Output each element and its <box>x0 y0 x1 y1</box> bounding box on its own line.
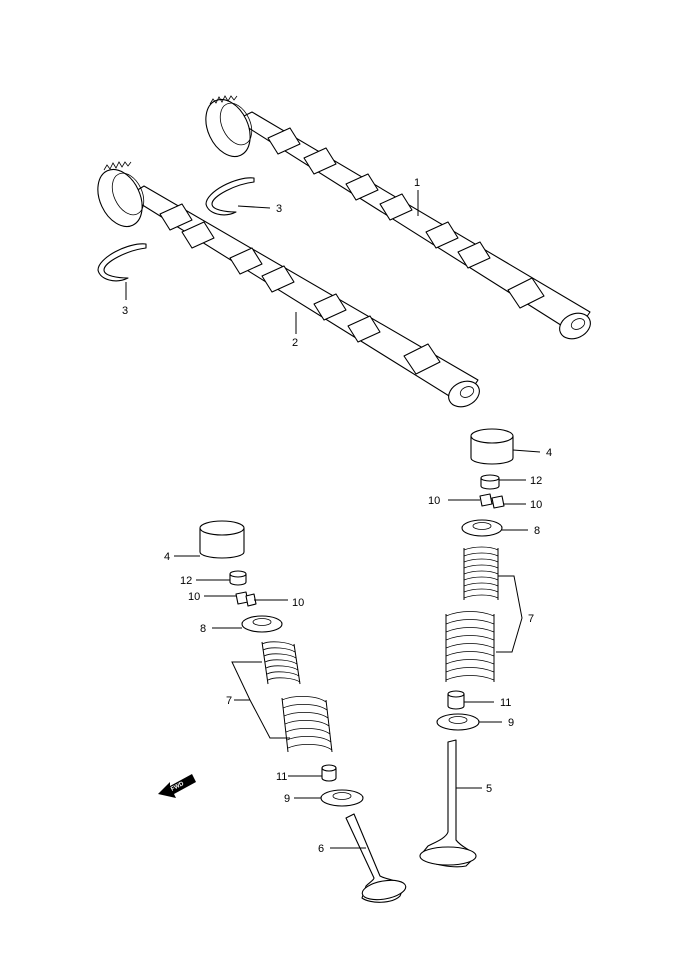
callout-10-left-b: 10 <box>292 597 304 609</box>
callout-6: 6 <box>318 843 324 855</box>
inner-spring-7-left[interactable] <box>261 641 301 685</box>
callout-3-lower: 3 <box>122 305 128 317</box>
callout-labels: 1 2 3 3 4 12 10 10 8 7 11 9 5 4 12 10 10… <box>122 177 552 855</box>
spring-seat-9-right[interactable] <box>436 713 480 731</box>
callout-11-left: 11 <box>276 771 287 783</box>
shim-12-left[interactable] <box>229 570 247 586</box>
valve-5[interactable] <box>419 739 477 868</box>
callout-10-right-a: 10 <box>428 495 440 507</box>
leader-lines <box>125 190 541 849</box>
tappet-4-right[interactable] <box>470 428 514 465</box>
callout-3-upper: 3 <box>276 203 282 215</box>
tappet-4-left[interactable] <box>199 520 245 559</box>
callout-7-left: 7 <box>226 695 232 707</box>
callout-1: 1 <box>414 177 420 189</box>
camshaft-2[interactable] <box>89 161 483 412</box>
callout-5: 5 <box>486 783 492 795</box>
callout-9-left: 9 <box>284 793 290 805</box>
oil-seal-11-left[interactable] <box>321 764 337 782</box>
callout-9-right: 9 <box>508 717 514 729</box>
cotter-10-right[interactable] <box>479 493 505 509</box>
callout-12-left: 12 <box>180 575 192 587</box>
callout-2: 2 <box>292 337 298 349</box>
callout-10-left-a: 10 <box>188 591 200 603</box>
callout-7-right: 7 <box>528 613 534 625</box>
callout-8-right: 8 <box>534 525 540 537</box>
retainer-8-right[interactable] <box>461 519 503 537</box>
spring-seat-9-left[interactable] <box>320 789 364 807</box>
c-ring-3-lower[interactable] <box>97 243 147 282</box>
callout-8-left: 8 <box>200 623 206 635</box>
callout-11-right: 11 <box>500 697 511 709</box>
oil-seal-11-right[interactable] <box>447 690 465 710</box>
c-ring-3-upper[interactable] <box>205 177 255 216</box>
valve-6[interactable] <box>345 813 407 903</box>
cotter-10-left[interactable] <box>235 591 257 607</box>
shim-12-right[interactable] <box>480 474 500 490</box>
callout-4-left: 4 <box>164 551 170 563</box>
inner-spring-7-right[interactable] <box>463 546 499 600</box>
outer-spring-7-right[interactable] <box>445 611 495 683</box>
retainer-8-left[interactable] <box>241 615 283 633</box>
callout-12-right: 12 <box>530 475 542 487</box>
callout-10-right-b: 10 <box>530 499 542 511</box>
callout-4-right: 4 <box>546 447 552 459</box>
fwd-arrow-icon: FWD <box>158 774 196 798</box>
camshaft-1[interactable] <box>197 92 594 343</box>
outer-spring-7-left[interactable] <box>281 696 333 753</box>
